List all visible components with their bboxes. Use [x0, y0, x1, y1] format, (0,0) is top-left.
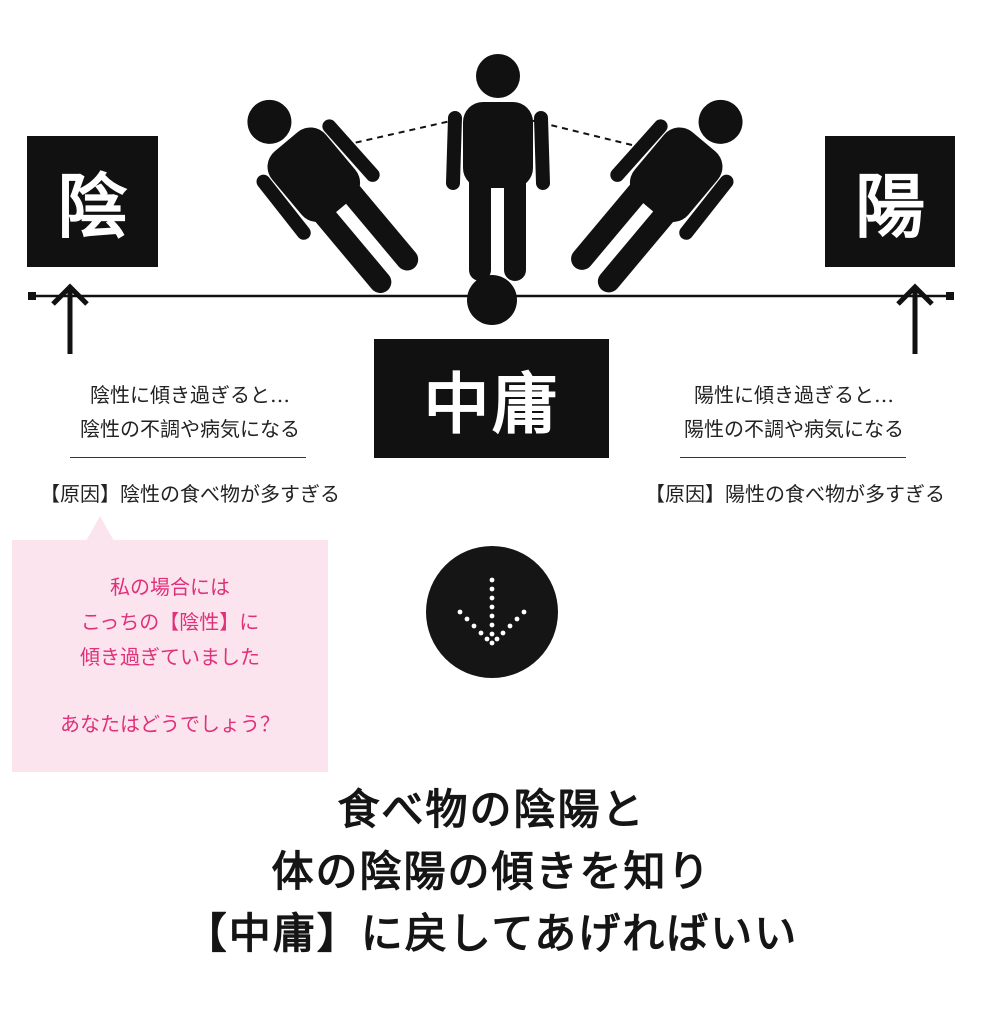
- left-caption: 陰性に傾き過ぎると… 陰性の不調や病気になる: [40, 378, 340, 446]
- bubble-line4: あなたはどうでしょう？: [60, 712, 280, 736]
- yin-label-box: 陰: [27, 136, 158, 267]
- speech-bubble-tail: [86, 516, 114, 541]
- headline-line1: 食べ物の陰陽と: [337, 785, 646, 834]
- bubble-line2: こっちの【陰性】に: [80, 610, 260, 634]
- bubble-line1: 私の場合には: [110, 575, 230, 599]
- left-caption-line1: 陰性に傾き過ぎると…: [90, 383, 290, 407]
- headline-line3: 【中庸】に戻してあげればいい: [184, 909, 799, 958]
- left-caption-line2: 陰性の不調や病気になる: [80, 417, 300, 441]
- up-arrow-left-icon: [51, 283, 89, 354]
- person-upright-icon: [446, 54, 550, 281]
- yang-label: 陽: [855, 165, 925, 248]
- right-cause: 【原因】陽性の食べ物が多すぎる: [645, 482, 945, 506]
- speech-bubble: [12, 540, 328, 772]
- center-label: 中庸: [423, 364, 560, 443]
- yin-label: 陰: [57, 165, 128, 248]
- fulcrum-ball-icon: [467, 275, 517, 325]
- person-tilted-right-icon: [571, 99, 743, 293]
- right-caption: 陽性に傾き過ぎると… 陽性の不調や病気になる: [644, 378, 944, 446]
- right-divider: [680, 457, 906, 458]
- left-cause: 【原因】陰性の食べ物が多すぎる: [40, 482, 340, 506]
- bubble-line3: 傾き過ぎていました: [80, 645, 260, 669]
- center-label-box: 中庸: [374, 339, 609, 458]
- left-divider: [70, 457, 306, 458]
- dashed-connector-left: [344, 119, 456, 146]
- right-caption-line2: 陽性の不調や病気になる: [684, 417, 904, 441]
- beam-end-left: [28, 292, 36, 300]
- person-tilted-left-icon: [247, 99, 419, 294]
- up-arrow-right-icon: [896, 283, 934, 354]
- headline-line2: 体の陰陽の傾きを知り: [271, 847, 712, 896]
- yang-label-box: 陽: [825, 136, 955, 267]
- dashed-connector-right: [529, 119, 641, 148]
- right-caption-line1: 陽性に傾き過ぎると…: [694, 383, 894, 407]
- beam-end-right: [946, 292, 954, 300]
- down-arrow-icon: [426, 546, 558, 678]
